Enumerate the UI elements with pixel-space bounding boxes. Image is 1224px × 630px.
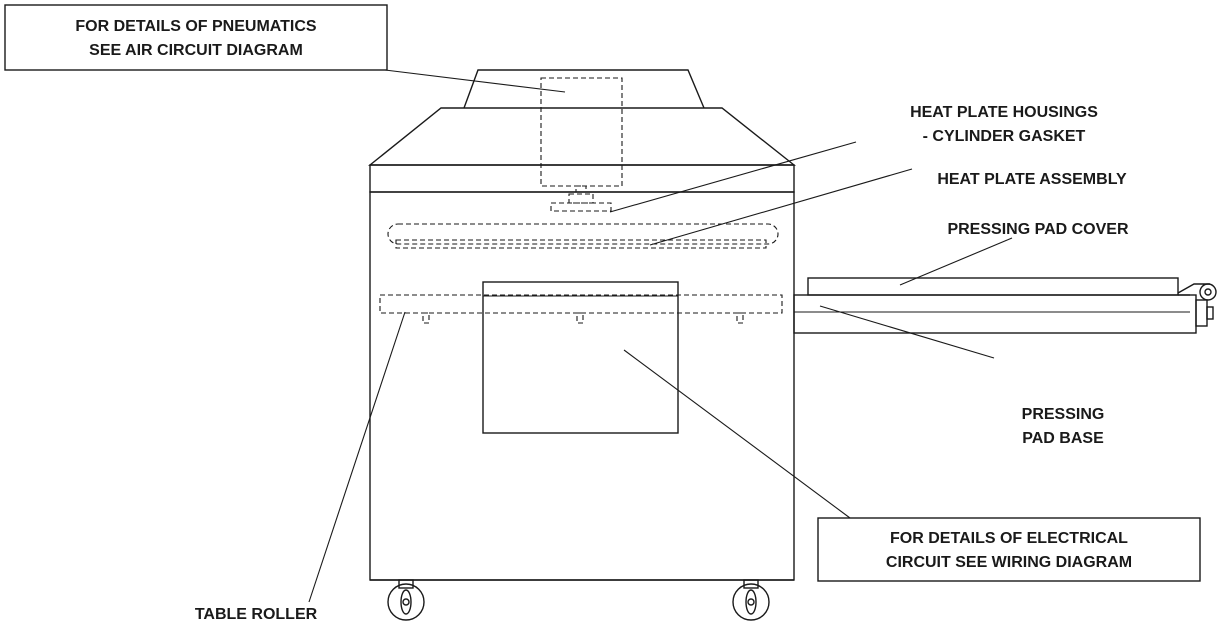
heat-plate-housings-label-line2: - CYLINDER GASKET	[923, 128, 1086, 145]
table-frame	[379, 294, 783, 324]
top-housing	[368, 69, 797, 166]
castor-left	[387, 579, 425, 621]
table-roller-label: TABLE ROLLER	[195, 606, 318, 623]
electrical-callout: FOR DETAILS OF ELECTRICAL CIRCUIT SEE WI…	[817, 517, 1201, 582]
electrical-label-line1: FOR DETAILS OF ELECTRICAL	[890, 530, 1128, 547]
pneumatics-callout: FOR DETAILS OF PNEUMATICS SEE AIR CIRCUI…	[4, 4, 388, 71]
pneumatic-cylinder	[540, 77, 623, 212]
pneumatics-label-line2: SEE AIR CIRCUIT DIAGRAM	[89, 42, 303, 59]
pressing-pad-cover-label: PRESSING PAD COVER	[947, 221, 1129, 238]
front-panel	[482, 281, 679, 434]
castor-right	[732, 579, 770, 621]
heat-plate-assembly	[387, 223, 779, 249]
cabinet-body	[369, 164, 795, 581]
pressing-pad	[793, 277, 1217, 334]
heat-plate-assembly-label: HEAT PLATE ASSEMBLY	[937, 171, 1127, 188]
electrical-label-line2: CIRCUIT SEE WIRING DIAGRAM	[886, 554, 1132, 571]
heat-plate-housings-label-line1: HEAT PLATE HOUSINGS	[910, 104, 1098, 121]
pressing-pad-base-label-line2: PAD BASE	[1022, 430, 1104, 447]
pressing-pad-base-label-line1: PRESSING	[1022, 406, 1105, 423]
pneumatics-label-line1: FOR DETAILS OF PNEUMATICS	[75, 18, 317, 35]
leader-lines	[308, 69, 1013, 603]
